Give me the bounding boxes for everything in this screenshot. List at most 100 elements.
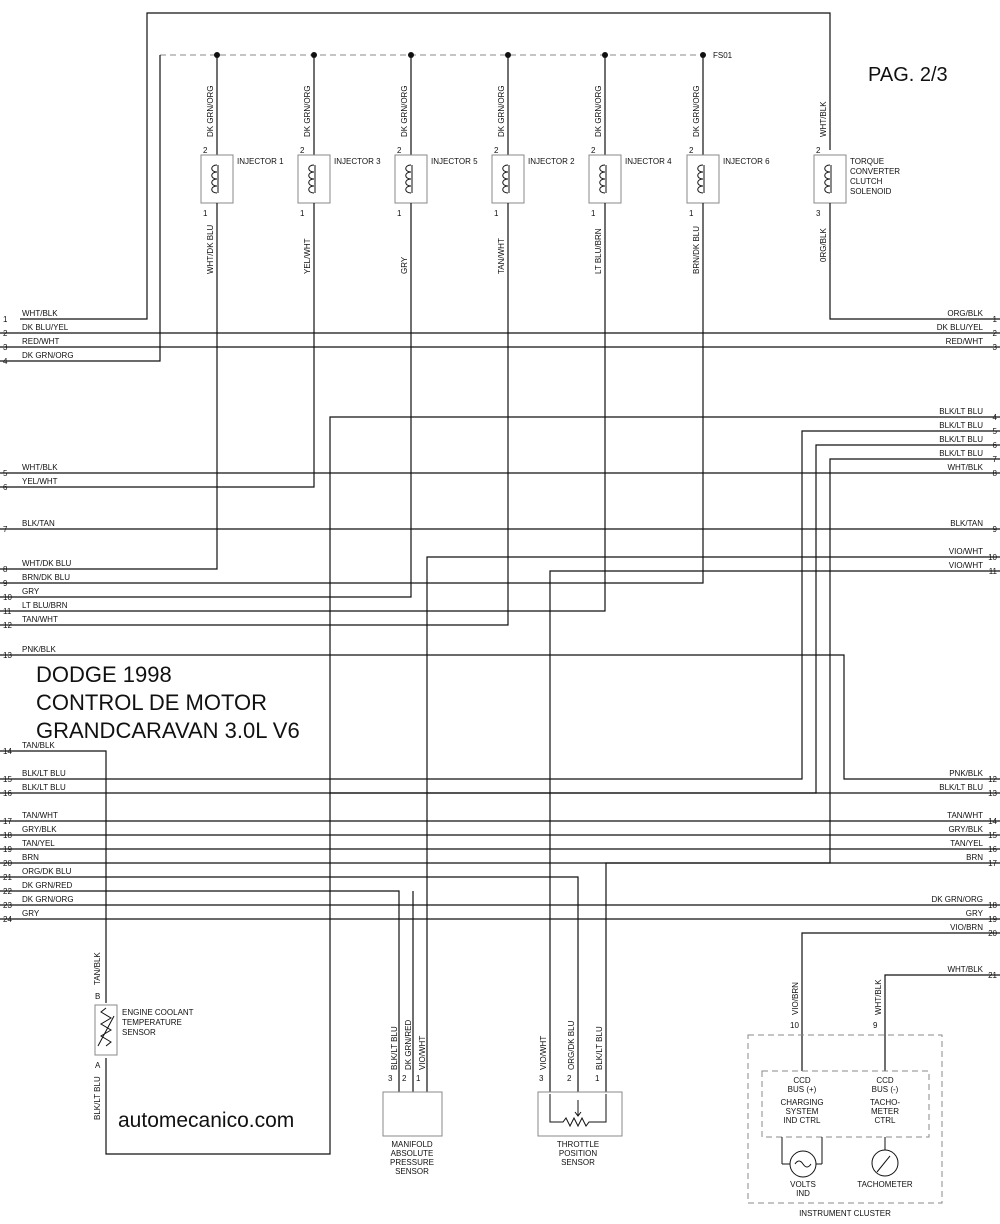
tcc-bottom-wire-label: 0RG/BLK bbox=[819, 228, 828, 262]
left-connector-wire-label: RED/WHT bbox=[22, 337, 59, 346]
right-connector-pin: 5 bbox=[993, 427, 998, 436]
injector-signal-wire bbox=[0, 203, 218, 570]
right-connector-wire-label: VIO/WHT bbox=[949, 561, 983, 570]
right-connector-wire-label: GRY bbox=[966, 909, 984, 918]
left-connector-pin: 10 bbox=[3, 593, 12, 602]
left-connector-wire-label: TAN/YEL bbox=[22, 839, 55, 848]
left-connector-wire-label: BLK/TAN bbox=[22, 519, 55, 528]
map-wire-label: DK GRN/RED bbox=[404, 1020, 413, 1070]
left-connector-pin: 15 bbox=[3, 775, 12, 784]
left-connector-wire-label: LT BLU/BRN bbox=[22, 601, 68, 610]
map-pin: 3 bbox=[388, 1074, 393, 1083]
harness-wires bbox=[0, 332, 1000, 1155]
injector-top-pin: 2 bbox=[494, 146, 499, 155]
cluster-left-module-line: BUS (+) bbox=[788, 1085, 817, 1094]
left-connector-pin: 5 bbox=[3, 469, 8, 478]
map-label-line: SENSOR bbox=[395, 1167, 429, 1176]
injector-top-wire-label: DK GRN/ORG bbox=[497, 85, 506, 137]
left-connector-wire-label: GRY/BLK bbox=[22, 825, 57, 834]
right-connector-pin: 9 bbox=[993, 525, 998, 534]
ect-variable-arrow bbox=[97, 1015, 115, 1047]
cluster-pin: 10 bbox=[790, 1021, 799, 1030]
injector-name: INJECTOR 1 bbox=[237, 157, 284, 166]
ect-label-line: ENGINE COOLANT bbox=[122, 1008, 194, 1017]
ect-top-pin: B bbox=[95, 992, 100, 1001]
tps-label-line: THROTTLE bbox=[557, 1140, 599, 1149]
right-connector-wire-label: DK BLU/YEL bbox=[937, 323, 984, 332]
injector-top-wire-label: DK GRN/ORG bbox=[303, 85, 312, 137]
left-connector-pin: 19 bbox=[3, 845, 12, 854]
left-connector-wire-label: BRN/DK BLU bbox=[22, 573, 70, 582]
tcc-label-line: SOLENOID bbox=[850, 187, 892, 196]
right-connector-pin: 17 bbox=[988, 859, 997, 868]
left-connector-pin: 11 bbox=[3, 607, 12, 616]
cluster-left-module-line: CCD bbox=[793, 1076, 811, 1085]
cluster-right-module-line: CCD bbox=[876, 1076, 894, 1085]
right-connector-pin: 15 bbox=[988, 831, 997, 840]
injector-top-pin: 2 bbox=[397, 146, 402, 155]
right-connector-pin: 16 bbox=[988, 845, 997, 854]
tcc-top-pin: 2 bbox=[816, 146, 821, 155]
injector-top-wire-label: DK GRN/ORG bbox=[692, 85, 701, 137]
right-connector-pin: 21 bbox=[988, 971, 997, 980]
injector-signal-wire bbox=[0, 203, 412, 598]
injector-top-wire-label: DK GRN/ORG bbox=[206, 85, 215, 137]
injector-signal-wire bbox=[0, 203, 606, 612]
right-connector-wire-label: BLK/LT BLU bbox=[939, 783, 983, 792]
left-connector-pin: 12 bbox=[3, 621, 12, 630]
left-connector-pin: 20 bbox=[3, 859, 12, 868]
cluster-pin: 9 bbox=[873, 1021, 878, 1030]
injector-top-wire-label: DK GRN/ORG bbox=[400, 85, 409, 137]
vio-wht-map-wire bbox=[426, 556, 1000, 1094]
injector-bottom-pin: 1 bbox=[300, 209, 305, 218]
ect-label-line: TEMPERATURE bbox=[122, 1018, 182, 1027]
splice-label: FS01 bbox=[713, 51, 733, 60]
left-connector-wire-label: ORG/DK BLU bbox=[22, 867, 72, 876]
left-connector-wire-label: WHT/BLK bbox=[22, 463, 58, 472]
pnk-blk-wire bbox=[0, 654, 1000, 780]
right-connector-pin: 4 bbox=[993, 413, 998, 422]
blk-lt-blu-tps-wire bbox=[605, 458, 1000, 1094]
tachometer-needle bbox=[876, 1155, 891, 1173]
tachometer-gauge-icon bbox=[871, 1149, 899, 1177]
injector-name: INJECTOR 6 bbox=[723, 157, 770, 166]
injector-top-pin: 2 bbox=[300, 146, 305, 155]
left-connector-pin: 16 bbox=[3, 789, 12, 798]
tps-wire-label: VIO/WHT bbox=[539, 1036, 548, 1070]
tps-wire-label: ORG/DK BLU bbox=[567, 1020, 576, 1070]
title-block: DODGE 1998 CONTROL DE MOTOR GRANDCARAVAN… bbox=[36, 662, 300, 743]
right-connector-wire-label: VIO/WHT bbox=[949, 547, 983, 556]
right-connector-pin: 19 bbox=[988, 915, 997, 924]
ect-top-wire-label: TAN/BLK bbox=[93, 952, 102, 985]
tps-potentiometer bbox=[549, 1094, 607, 1128]
tcc-label-line: CLUTCH bbox=[850, 177, 883, 186]
injector-bottom-wire-label: GRY bbox=[400, 256, 409, 274]
right-connector-pin: 20 bbox=[988, 929, 997, 938]
injector-bottom-wire-label: LT BLU/BRN bbox=[594, 228, 603, 274]
injector-bottom-pin: 1 bbox=[494, 209, 499, 218]
cluster-left-module-line: IND CTRL bbox=[784, 1116, 821, 1125]
right-connector-pin: 2 bbox=[993, 329, 998, 338]
injector-top-pin: 2 bbox=[591, 146, 596, 155]
ect-label-line: SENSOR bbox=[122, 1028, 156, 1037]
org-dk-blu-wire bbox=[0, 876, 579, 1094]
left-connector-wire-label: WHT/BLK bbox=[22, 309, 58, 318]
right-connector-wire-label: BLK/LT BLU bbox=[939, 407, 983, 416]
map-body bbox=[382, 1091, 443, 1137]
right-connector-wire-label: GRY/BLK bbox=[948, 825, 983, 834]
cluster-label: INSTRUMENT CLUSTER bbox=[799, 1209, 891, 1218]
right-connector-pin: 6 bbox=[993, 441, 998, 450]
injector-bottom-wire-label: WHT/DK BLU bbox=[206, 224, 215, 274]
right-connector-wire-label: BLK/LT BLU bbox=[939, 435, 983, 444]
map-label-line: MANIFOLD bbox=[391, 1140, 433, 1149]
left-connector-pin: 23 bbox=[3, 901, 12, 910]
cluster-wire-label: VIO/BRN bbox=[791, 982, 800, 1015]
left-connector-pin: 2 bbox=[3, 329, 8, 338]
ect-resistor bbox=[100, 1007, 112, 1047]
injector-coil bbox=[211, 164, 218, 194]
right-connector-wire-label: TAN/YEL bbox=[950, 839, 983, 848]
